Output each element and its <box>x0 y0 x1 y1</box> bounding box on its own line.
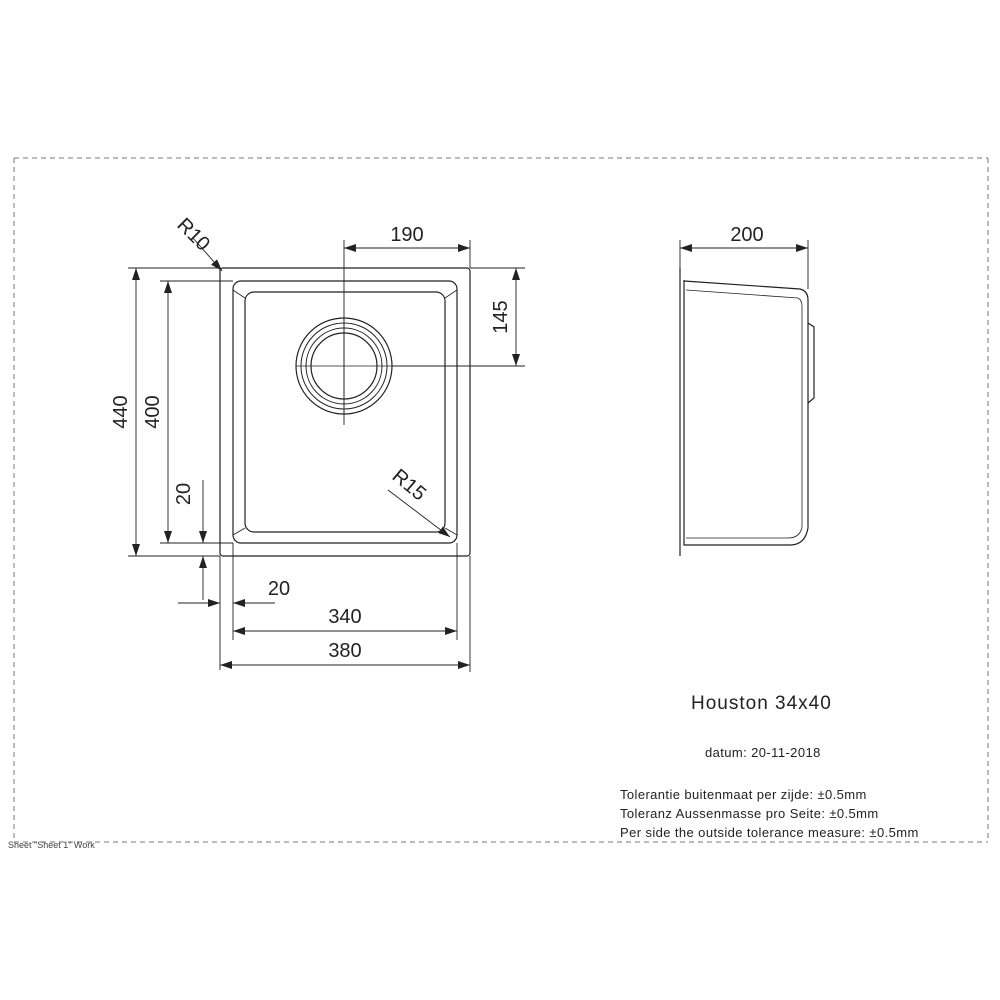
sink-inner-bowl <box>232 280 458 544</box>
dim-340: 340 <box>328 606 361 628</box>
dimension-lines <box>128 237 525 672</box>
tolerance-value: ±0.5mm <box>829 806 879 821</box>
dim-145: 145 <box>490 300 512 333</box>
drawing-title: Houston 34x40 <box>691 693 832 714</box>
datum-line: datum: 20-11-2018 <box>705 745 821 760</box>
sink-outer-rim <box>219 267 471 557</box>
datum-value: 20-11-2018 <box>751 745 821 760</box>
tolerance-text: Tolerantie buitenmaat per zijde: <box>620 787 814 802</box>
dim-380: 380 <box>328 640 361 662</box>
tolerance-dutch: Tolerantie buitenmaat per zijde: ±0.5mm <box>620 787 867 802</box>
tolerance-english: Per side the outside tolerance measure: … <box>620 825 919 840</box>
dim-400: 400 <box>142 395 164 428</box>
dim-20-horizontal: 20 <box>268 578 290 600</box>
sink-side-view <box>679 268 815 556</box>
tolerance-text: Per side the outside tolerance measure: <box>620 825 866 840</box>
tolerance-german: Toleranz Aussenmasse pro Seite: ±0.5mm <box>620 806 879 821</box>
tolerance-text: Toleranz Aussenmasse pro Seite: <box>620 806 826 821</box>
dim-440: 440 <box>110 395 132 428</box>
dim-190: 190 <box>390 224 423 246</box>
dim-200: 200 <box>730 224 763 246</box>
dim-20-vertical: 20 <box>173 483 195 505</box>
tolerance-value: ±0.5mm <box>869 825 919 840</box>
dim-r15: R15 <box>388 465 430 505</box>
sheet-frame <box>13 157 989 843</box>
datum-label: datum: <box>705 745 748 760</box>
sink-bowl-bottom <box>244 291 446 533</box>
sink-top-view <box>219 267 471 557</box>
depth-dimension <box>679 240 809 289</box>
dim-r10: R10 <box>172 214 214 256</box>
sheet-label: Sheet "Sheet 1" Work <box>8 840 95 850</box>
tolerance-value: ±0.5mm <box>817 787 867 802</box>
